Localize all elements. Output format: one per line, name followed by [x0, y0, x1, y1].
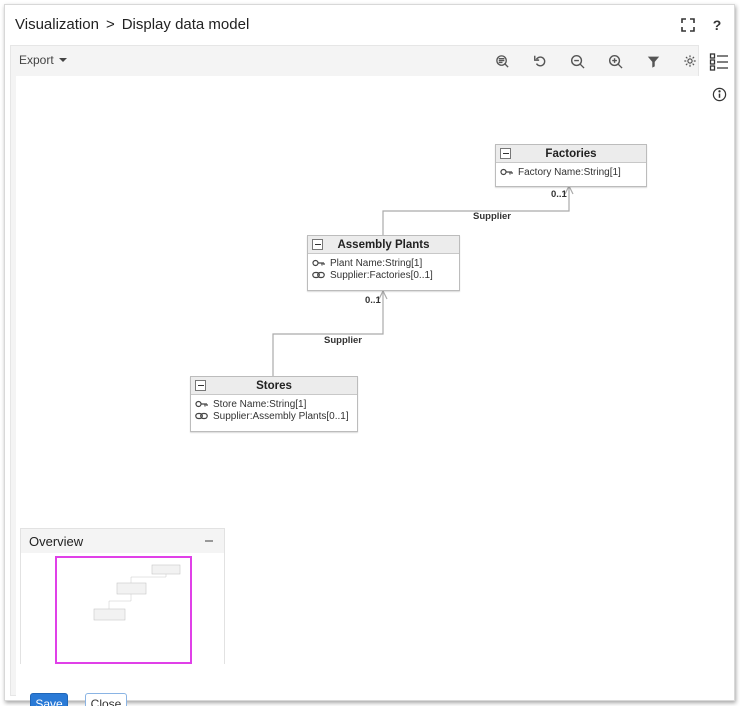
save-button[interactable]: Save [30, 693, 68, 706]
export-dropdown[interactable]: Export [19, 53, 67, 67]
right-rail [703, 45, 736, 165]
attribute-text: Supplier:Assembly Plants[0..1] [213, 410, 349, 422]
breadcrumb-separator: > [105, 16, 115, 33]
attribute-row: Store Name:String[1] [195, 398, 353, 410]
info-icon[interactable] [708, 83, 730, 105]
multiplicity-label: 0..1 [551, 189, 567, 200]
entity-node-factories[interactable]: Factories Factory Name:String[1] [495, 144, 647, 187]
overview-viewport[interactable] [55, 556, 192, 664]
node-header: Factories [496, 145, 646, 163]
attribute-text: Supplier:Factories[0..1] [330, 269, 433, 281]
collapse-icon[interactable] [500, 148, 511, 159]
title-bar: Visualization > Display data model ? [5, 5, 734, 45]
caret-down-icon [58, 58, 67, 62]
collapse-icon[interactable] [312, 239, 323, 250]
node-title: Assembly Plants [337, 238, 430, 251]
overview-header: Overview [21, 529, 224, 553]
link-icon [195, 412, 208, 420]
overview-title: Overview [29, 533, 84, 549]
key-icon [500, 168, 513, 176]
node-attributes: Factory Name:String[1] [496, 163, 646, 180]
dialog-window: Visualization > Display data model ? Expor… [4, 4, 736, 706]
overview-minimap[interactable] [21, 553, 224, 664]
zoom-in-icon[interactable] [605, 51, 625, 71]
attribute-row: Supplier:Factories[0..1] [312, 269, 455, 281]
entity-node-assembly-plants[interactable]: Assembly Plants Plant Name:String[1] Sup… [307, 235, 460, 291]
collapse-icon[interactable] [195, 380, 206, 391]
node-title: Factories [545, 147, 597, 160]
main-panel: Export [10, 45, 699, 706]
attribute-text: Factory Name:String[1] [518, 166, 621, 178]
node-title: Stores [256, 379, 292, 392]
edge-label: Supplier [324, 335, 363, 346]
toolbar: Export [11, 46, 698, 76]
breadcrumb-parent[interactable]: Visualization [15, 16, 99, 33]
node-attributes: Store Name:String[1] Supplier:Assembly P… [191, 395, 357, 424]
settings-icon[interactable] [680, 51, 700, 71]
entity-node-stores[interactable]: Stores Store Name:String[1] Supplier:Ass… [190, 376, 358, 432]
close-button[interactable]: Close [85, 693, 127, 706]
zoom-out-icon[interactable] [567, 51, 587, 71]
edge-label: Supplier [473, 211, 512, 222]
overview-panel: Overview [20, 528, 225, 664]
key-icon [312, 259, 325, 267]
export-label: Export [19, 53, 54, 67]
arrow-head-plants [378, 289, 388, 300]
attribute-text: Store Name:String[1] [213, 398, 307, 410]
page-title: Visualization > Display data model [15, 16, 249, 33]
undo-icon[interactable] [530, 51, 550, 71]
attribute-text: Plant Name:String[1] [330, 257, 423, 269]
breadcrumb-current: Display data model [121, 16, 250, 33]
attribute-row: Supplier:Assembly Plants[0..1] [195, 410, 353, 422]
edge-line-plants-factories [382, 187, 570, 239]
help-icon[interactable]: ? [712, 17, 722, 33]
diagram-canvas[interactable]: Factories Factory Name:String[1] 0..1 Su… [16, 76, 699, 706]
minimize-icon[interactable] [202, 534, 216, 548]
filter-icon[interactable] [643, 51, 663, 71]
link-icon [312, 271, 325, 279]
multiplicity-label: 0..1 [365, 295, 381, 306]
node-header: Stores [191, 377, 357, 395]
layout-icon[interactable] [492, 51, 512, 71]
node-attributes: Plant Name:String[1] Supplier:Factories[… [308, 254, 459, 283]
attribute-row: Factory Name:String[1] [500, 166, 642, 178]
fullscreen-icon[interactable] [676, 13, 700, 37]
diagram-connectors [272, 184, 574, 380]
node-header: Assembly Plants [308, 236, 459, 254]
edge-line-stores-plants [272, 292, 384, 380]
attribute-row: Plant Name:String[1] [312, 257, 455, 269]
minimap-diagram [93, 564, 181, 621]
dialog-footer: Save Close [16, 681, 699, 706]
list-view-icon[interactable] [706, 49, 732, 75]
key-icon [195, 400, 208, 408]
